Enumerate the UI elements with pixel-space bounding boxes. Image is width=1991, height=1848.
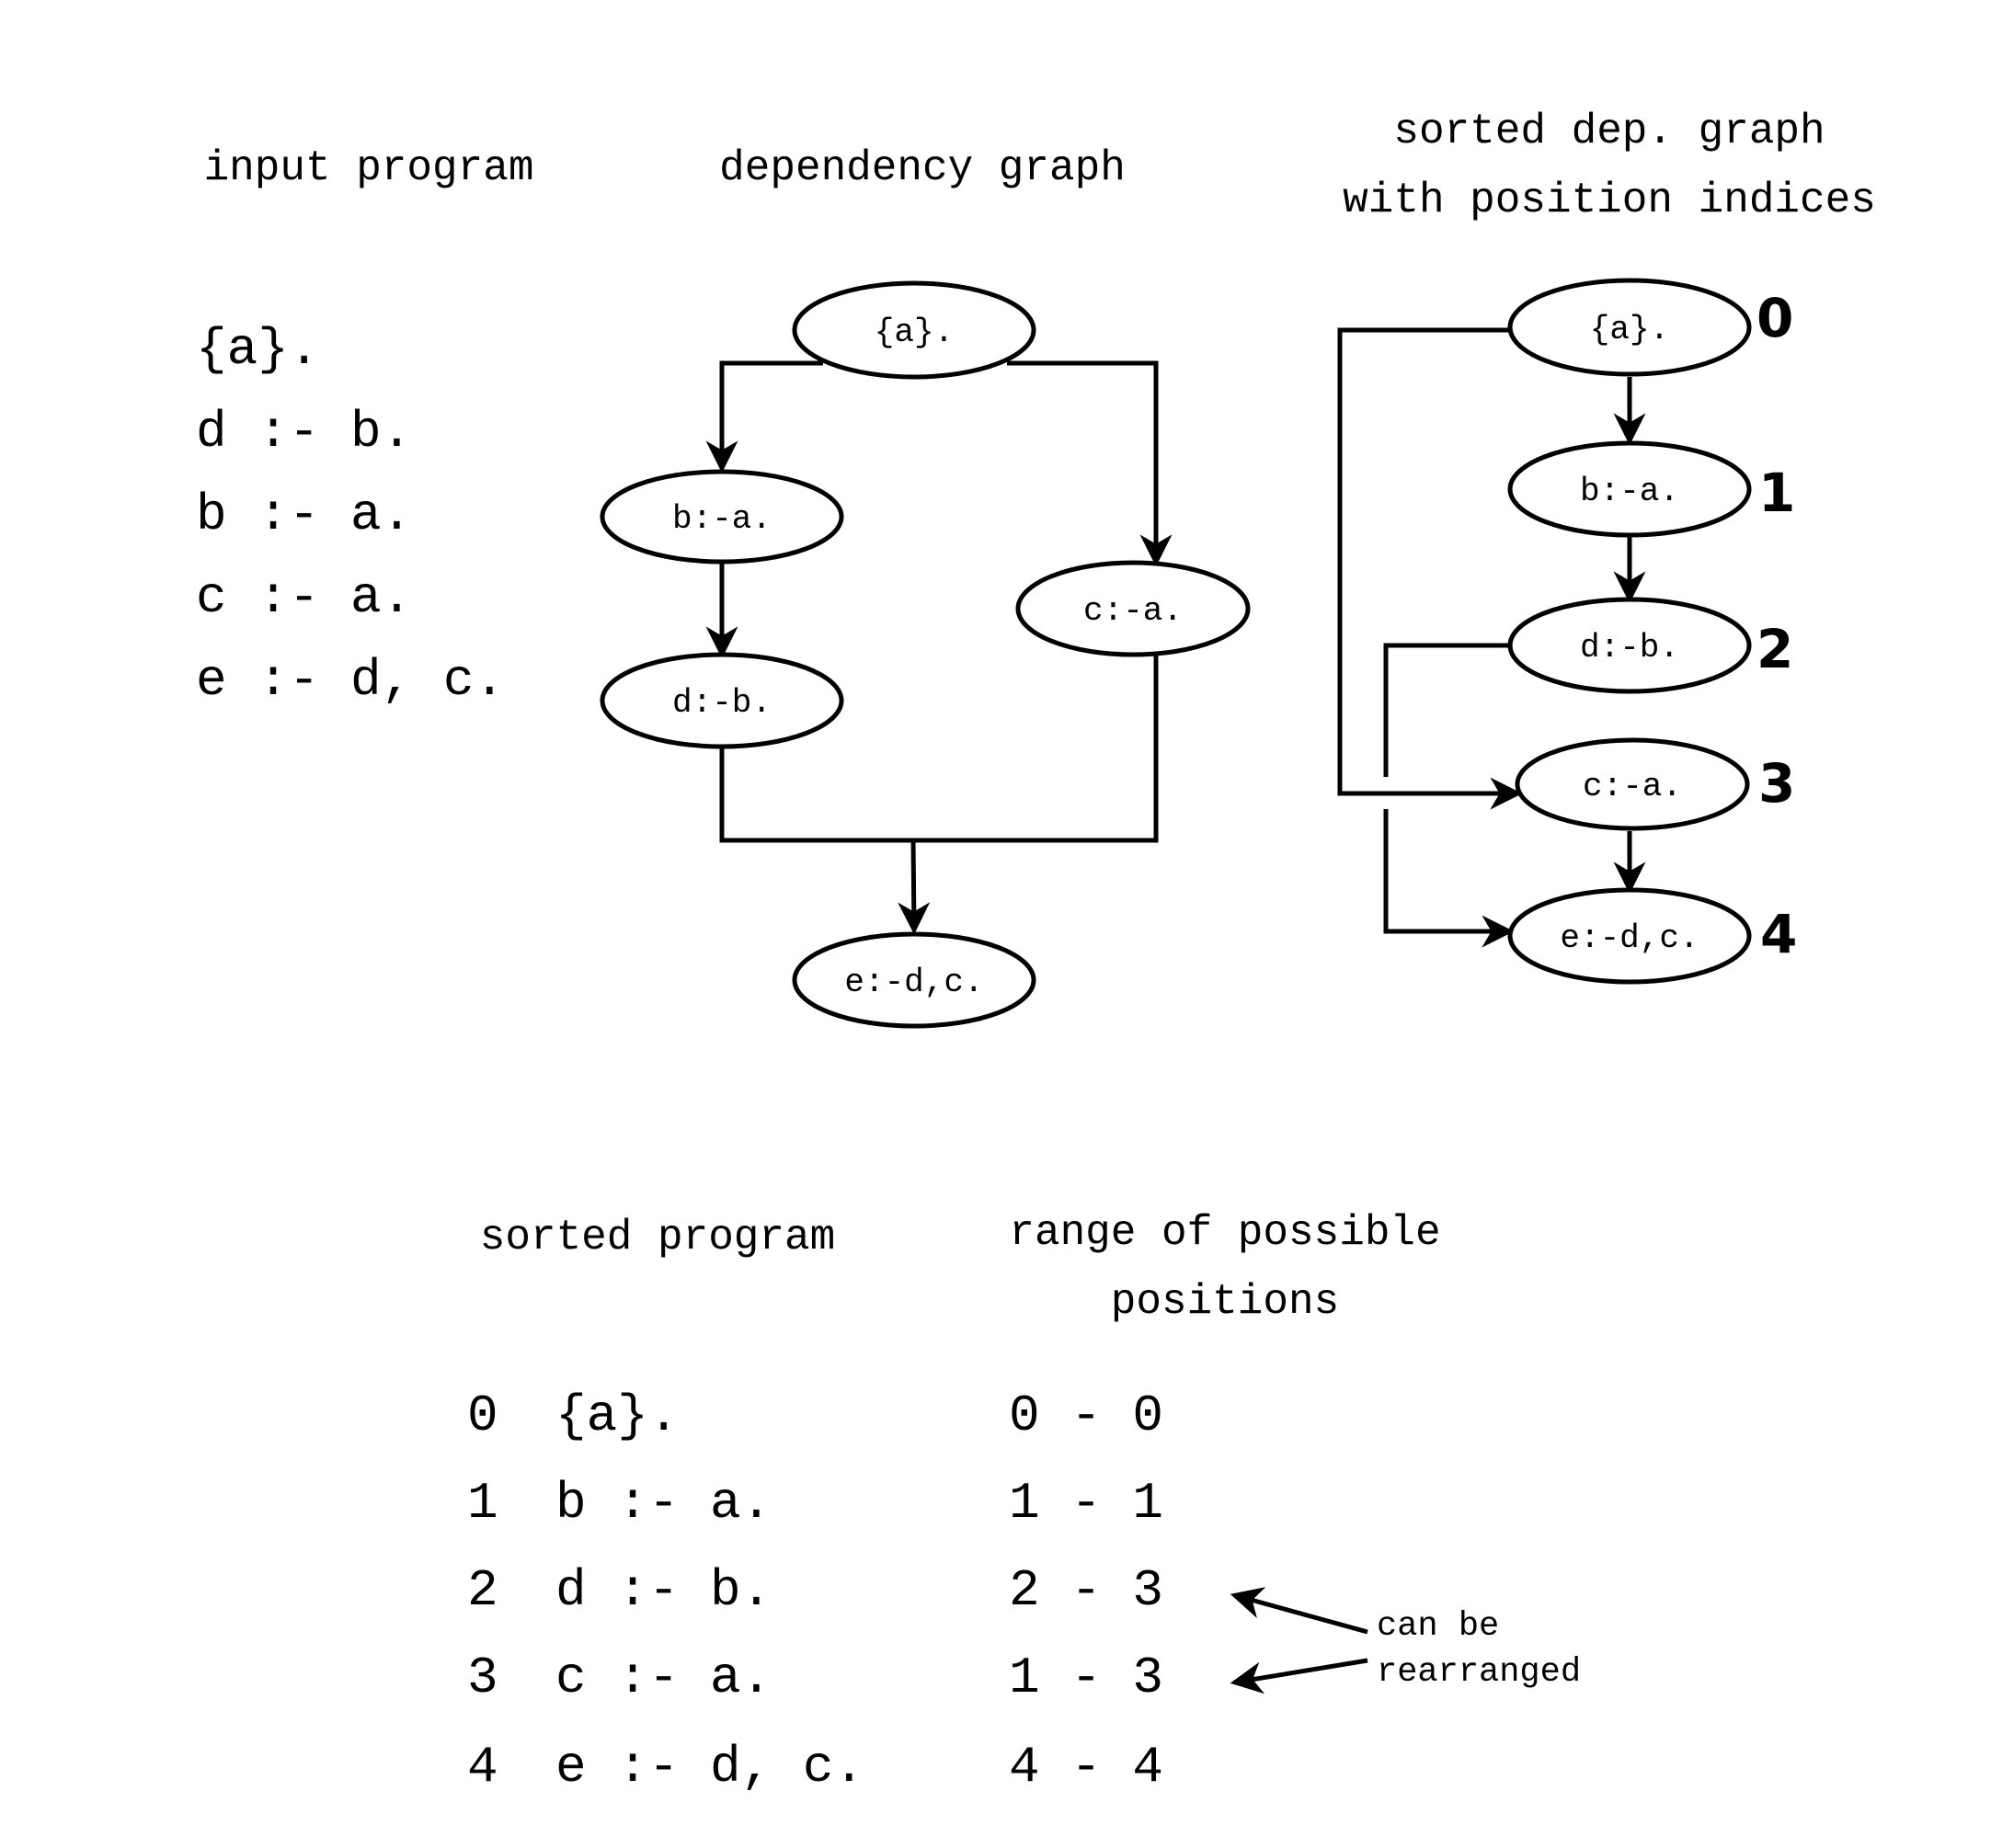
table-row: 0 {a}. 0 - 0 xyxy=(467,1386,1163,1445)
row-index: 1 xyxy=(467,1474,498,1533)
table-row: 1 b :- a. 1 - 1 xyxy=(467,1474,1163,1533)
edge-d-to-e-lower xyxy=(1383,809,1515,948)
graph-node-label: d:-b. xyxy=(672,684,772,722)
row-rule: d :- b. xyxy=(555,1561,772,1620)
sorted-node-label: e:-d,c. xyxy=(1560,919,1699,957)
sorted-node: c:-a. 3 xyxy=(1515,737,1795,831)
edge-a-to-c xyxy=(1007,360,1173,567)
input-program-line: c :- a. xyxy=(196,568,412,627)
edge-a-to-b xyxy=(705,360,823,473)
sorted-node: {a}. 0 xyxy=(1507,278,1793,377)
input-program: {a}. d :- b. b :- a. c :- a. e :- d, c. xyxy=(196,320,505,710)
input-program-line: b :- a. xyxy=(196,485,412,544)
row-rule: b :- a. xyxy=(555,1474,772,1533)
sorted-node: b:-a. 1 xyxy=(1507,440,1795,538)
graph-node-label: {a}. xyxy=(875,314,954,351)
row-range: 4 - 4 xyxy=(1009,1738,1163,1797)
heading-input-program: input program xyxy=(204,144,534,192)
edge-a-to-c-long xyxy=(1337,327,1523,810)
heading-sorted-graph-line1: sorted dep. graph xyxy=(1393,108,1825,155)
heading-sorted-graph-line2: with position indices xyxy=(1343,177,1876,224)
row-range: 0 - 0 xyxy=(1009,1386,1163,1445)
edge-d-to-e-upper xyxy=(1383,643,1510,777)
heading-sorted-program: sorted program xyxy=(480,1214,835,1261)
input-program-line: d :- b. xyxy=(196,403,412,462)
position-index: 1 xyxy=(1758,462,1795,524)
row-rule: {a}. xyxy=(555,1386,679,1445)
row-index: 4 xyxy=(467,1738,498,1797)
annotation-arrow-lower xyxy=(1230,1658,1368,1694)
row-rule: c :- a. xyxy=(555,1648,772,1707)
row-range: 2 - 3 xyxy=(1009,1561,1163,1620)
sorted-program-table: 0 {a}. 0 - 0 1 b :- a. 1 - 1 2 d :- b. 2… xyxy=(467,1386,1163,1797)
sorted-node: d:-b. 2 xyxy=(1507,597,1793,694)
edge-join-to-e xyxy=(898,839,931,935)
row-rule: e :- d, c. xyxy=(555,1738,864,1797)
graph-node: d:-b. xyxy=(600,652,844,749)
position-index: 3 xyxy=(1758,752,1795,815)
graph-node: b:-a. xyxy=(600,469,844,565)
heading-range-line2: positions xyxy=(1111,1278,1339,1326)
row-range: 1 - 3 xyxy=(1009,1648,1163,1707)
sorted-node: e:-d,c. 4 xyxy=(1507,887,1797,985)
position-index: 2 xyxy=(1756,618,1793,680)
annotation-text-line2: rearranged xyxy=(1377,1653,1581,1692)
sorted-node-label: {a}. xyxy=(1590,311,1669,348)
graph-node: c:-a. xyxy=(1015,560,1251,657)
sorted-node-label: b:-a. xyxy=(1580,473,1679,510)
input-program-line: e :- d, c. xyxy=(196,651,505,710)
row-index: 2 xyxy=(467,1561,498,1620)
graph-node-label: e:-d,c. xyxy=(844,964,983,1001)
position-index: 4 xyxy=(1760,903,1797,965)
table-row: 3 c :- a. 1 - 3 xyxy=(467,1648,1163,1707)
sorted-graph: {a}. 0 b:-a. 1 d:-b. 2 c:-a. 3 e:-d,c. 4 xyxy=(1337,278,1797,985)
edge-d-to-join xyxy=(719,655,1159,843)
position-index: 0 xyxy=(1756,287,1793,349)
heading-range-line1: range of possible xyxy=(1009,1209,1440,1257)
sorted-node-label: d:-b. xyxy=(1580,629,1679,667)
input-program-line: {a}. xyxy=(196,320,319,379)
annotation-arrow-upper xyxy=(1230,1587,1368,1635)
table-row: 4 e :- d, c. 4 - 4 xyxy=(467,1738,1163,1797)
graph-node-label: b:-a. xyxy=(672,500,772,538)
row-index: 3 xyxy=(467,1648,498,1707)
graph-node: {a}. xyxy=(792,280,1036,380)
dependency-graph: {a}. b:-a. c:-a. d:-b. e:-d,c. xyxy=(600,280,1251,1029)
table-row: 2 d :- b. 2 - 3 xyxy=(467,1561,1163,1620)
graph-node: e:-d,c. xyxy=(792,931,1036,1029)
row-range: 1 - 1 xyxy=(1009,1474,1163,1533)
row-index: 0 xyxy=(467,1386,498,1445)
graph-node-label: c:-a. xyxy=(1083,592,1183,630)
annotation-text-line1: can be xyxy=(1377,1607,1499,1646)
heading-dependency-graph: dependency graph xyxy=(719,144,1126,192)
sorted-node-label: c:-a. xyxy=(1583,768,1682,805)
rearranged-annotation: can be rearranged xyxy=(1230,1587,1581,1694)
